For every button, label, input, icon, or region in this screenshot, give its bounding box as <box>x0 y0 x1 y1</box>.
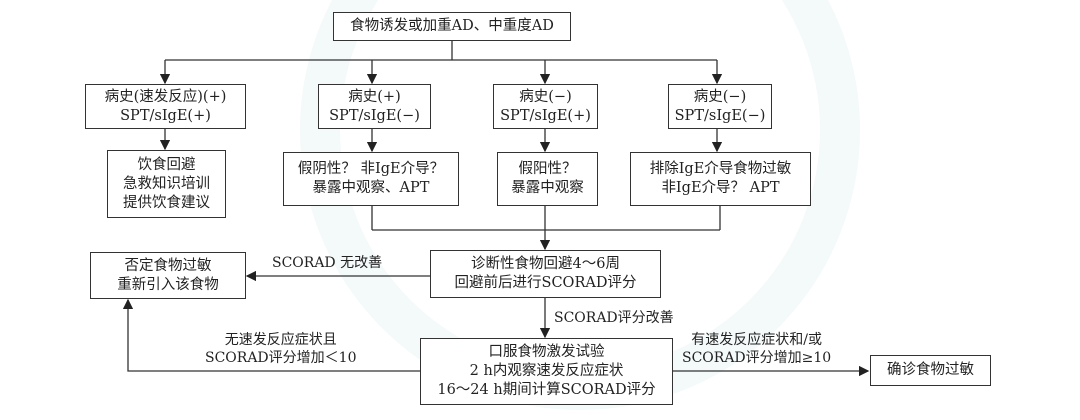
box-line: 16～24 h期间计算SCORAD评分 <box>437 382 656 398</box>
test-text: SPT/sIgE(−) <box>329 107 420 124</box>
box-line: 假阳性？ <box>518 161 577 177</box>
box-line: 重新引入该食物 <box>117 276 219 293</box>
no-improvement-label: SCORAD 无改善 <box>272 255 383 271</box>
positive-outcome-label: 有速发反应症状和/或 SCORAD评分增加≥10 <box>682 331 831 367</box>
avoidance-box: 饮食回避急救知识培训提供饮食建议 <box>107 150 226 218</box>
box-line: 暴露中观察、APT <box>312 180 430 196</box>
history-text: 病史(速发反应)(+) <box>104 88 227 105</box>
test-text: SPT/sIgE(+) <box>120 107 211 124</box>
start-text: 食物诱发或加重AD、中重度AD <box>350 18 554 34</box>
label-line: 无速发反应症状且 <box>224 332 337 348</box>
test-text: SPT/sIgE(−) <box>674 107 766 124</box>
box-line: 假阴性？ 非IgE介导？ <box>297 161 445 177</box>
box-line: 提供饮食建议 <box>123 194 210 211</box>
negative-outcome-label: 无速发反应症状且 SCORAD评分增加＜10 <box>205 331 356 367</box>
box-line: 诊断性食物回避4～6周 <box>471 256 620 272</box>
history-text: 病史(−) <box>693 88 747 105</box>
exclude-ige-box: 排除IgE介导食物过敏非IgE介导？ APT <box>630 152 811 206</box>
history-box-1: 病史(速发反应)(+) SPT/sIgE(+) <box>85 84 246 129</box>
arrow <box>122 298 420 372</box>
history-box-2: 病史(+) SPT/sIgE(−) <box>318 84 431 129</box>
label-line: 有速发反应症状和/或 <box>691 332 822 348</box>
false-positive-box: 假阳性？ 暴露中观察 <box>497 152 598 206</box>
label-line: SCORAD评分增加＜10 <box>205 350 357 366</box>
history-box-3: 病史(−) SPT/sIgE(+) <box>493 84 598 129</box>
box-line: 否定食物过敏 <box>124 257 212 274</box>
start-box: 食物诱发或加重AD、中重度AD <box>333 12 571 41</box>
box-line: 口服食物激发试验 <box>488 344 605 360</box>
box-line: 暴露中观察 <box>511 180 584 196</box>
box-line: 排除IgE介导食物过敏 <box>649 161 792 177</box>
box-line: 饮食回避 <box>137 156 196 173</box>
diagnostic-avoidance-box: 诊断性食物回避4～6周回避前后进行SCORAD评分 <box>430 250 661 298</box>
box-line: 急救知识培训 <box>123 175 210 192</box>
false-negative-box: 假阴性？ 非IgE介导？ 暴露中观察、APT <box>283 152 459 206</box>
label-line: SCORAD评分增加≥10 <box>682 350 832 366</box>
box-line: 2 h内观察速发反应症状 <box>469 363 624 379</box>
oral-food-challenge-box: 口服食物激发试验 2 h内观察速发反应症状 16～24 h期间计算SCORAD评分 <box>420 338 673 405</box>
history-text: 病史(−) <box>519 88 572 105</box>
improvement-label: SCORAD评分改善 <box>554 310 674 326</box>
box-line: 非IgE介导？ APT <box>661 180 780 196</box>
box-line: 确诊食物过敏 <box>887 362 974 378</box>
history-text: 病史(+) <box>348 88 401 105</box>
confirm-allergy-box: 确诊食物过敏 <box>870 355 991 386</box>
test-text: SPT/sIgE(+) <box>500 107 591 124</box>
box-line: 回避前后进行SCORAD评分 <box>454 275 637 291</box>
history-box-4: 病史(−) SPT/sIgE(−) <box>668 84 772 129</box>
reject-allergy-box: 否定食物过敏重新引入该食物 <box>90 252 246 299</box>
